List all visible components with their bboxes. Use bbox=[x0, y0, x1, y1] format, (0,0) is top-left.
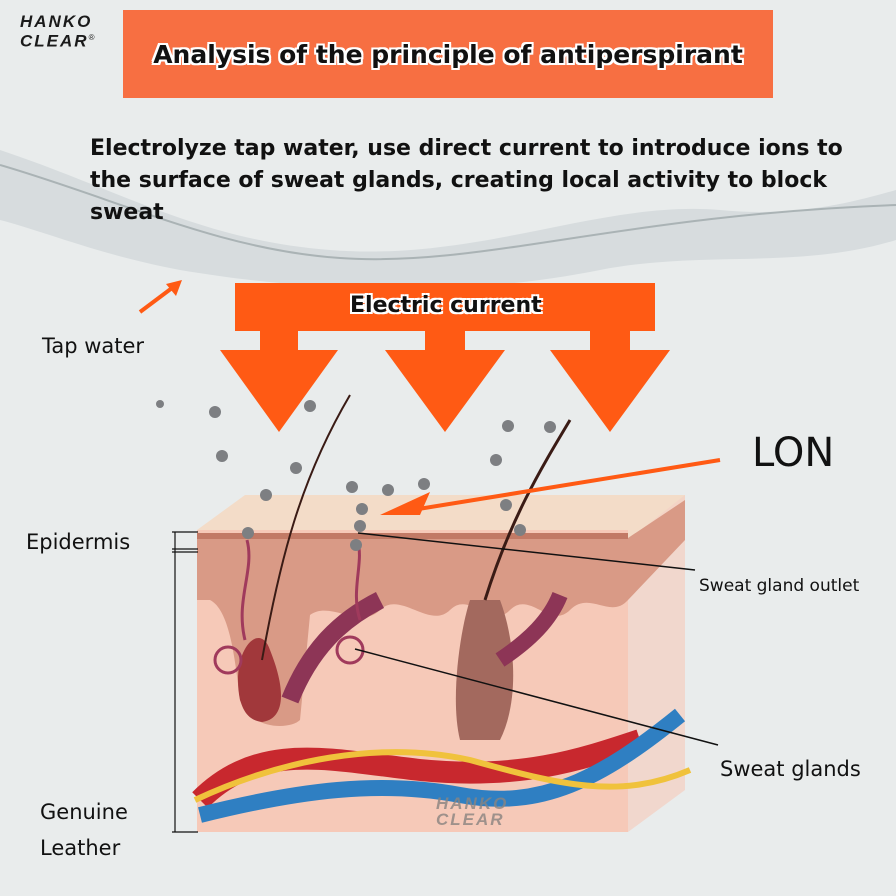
page-title: Analysis of the principle of antiperspir… bbox=[153, 39, 743, 69]
sweat-gland-outlet-label: Sweat gland outlet bbox=[699, 576, 860, 596]
electric-current-arrows bbox=[220, 283, 670, 432]
epidermis-label: Epidermis bbox=[26, 530, 131, 554]
sweat-glands-label: Sweat glands bbox=[720, 757, 861, 781]
skin-cross-section bbox=[192, 394, 692, 832]
water-wave bbox=[0, 150, 896, 289]
genuine-leather-label-line2: Leather bbox=[40, 836, 121, 860]
title-banner: Analysis of the principle of antiperspir… bbox=[123, 10, 773, 98]
subtitle: Electrolyze tap water, use direct curren… bbox=[90, 136, 843, 225]
lon-label: LON bbox=[752, 430, 835, 476]
ion-particles bbox=[156, 400, 556, 551]
genuine-leather-label-line1: Genuine bbox=[40, 800, 128, 824]
tap-water-label: Tap water bbox=[42, 334, 145, 358]
electric-current-label: Electric current bbox=[350, 293, 542, 318]
